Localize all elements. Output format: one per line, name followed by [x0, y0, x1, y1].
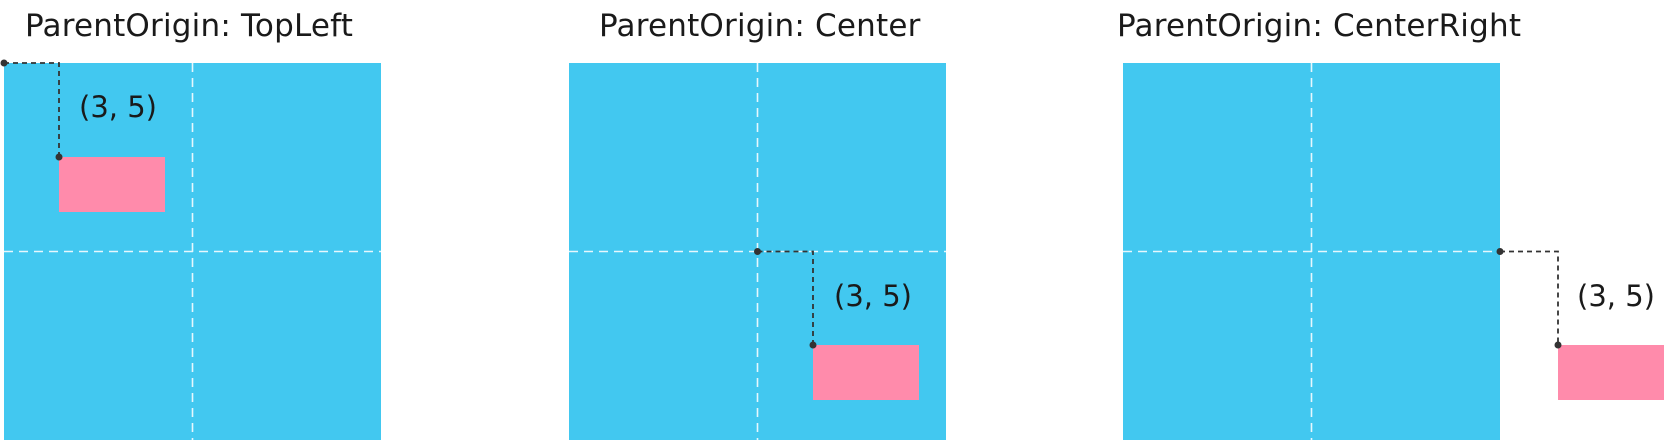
panel-center: ParentOrigin: Center (3, 5): [560, 0, 1120, 443]
child-rect: [59, 157, 165, 212]
panel-title: ParentOrigin: CenterRight: [1117, 8, 1522, 44]
center-guides: [1123, 63, 1500, 440]
offset-label: (3, 5): [1577, 279, 1655, 313]
panel-center-right: ParentOrigin: CenterRight (3, 5): [1117, 0, 1677, 443]
child-rect: [813, 345, 919, 400]
panel-top-left: ParentOrigin: TopLeft (3, 5): [0, 0, 560, 443]
child-rect: [1558, 345, 1664, 400]
offset-label: (3, 5): [79, 90, 157, 124]
parent-box: [4, 63, 381, 440]
panel-title: ParentOrigin: Center: [599, 8, 921, 44]
panel-title: ParentOrigin: TopLeft: [25, 8, 354, 44]
center-guides: [4, 63, 381, 440]
offset-label: (3, 5): [834, 279, 912, 313]
parent-box: [1123, 63, 1500, 440]
